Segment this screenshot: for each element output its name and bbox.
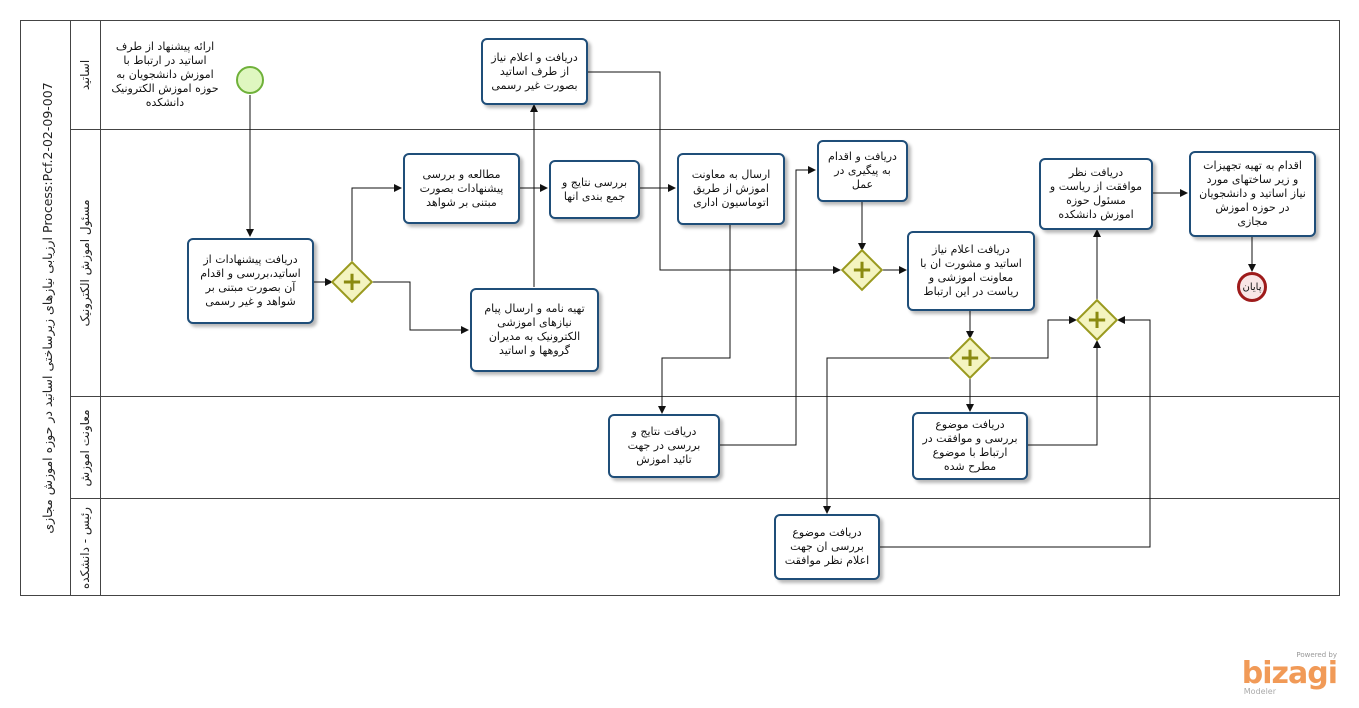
lane-header-elearning [71, 130, 101, 397]
task-announce-need[interactable]: دریافت اعلام نیاز اساتید و مشورت ان با م… [907, 231, 1035, 311]
plus-icon: + [959, 343, 981, 373]
task-receive-suggestions[interactable]: دریافت پیشنهادات از اساتید،بررسی و اقدام… [187, 238, 314, 324]
task-send-deputy[interactable]: ارسال به معاونت اموزش از طریق اتوماسیون … [677, 153, 785, 225]
bizagi-logo: Powered by bizagi Modeler [1241, 651, 1338, 696]
product-name: Modeler [1243, 687, 1276, 696]
lane-header-teachers [71, 20, 101, 130]
lane-deputy [71, 397, 1340, 499]
task-deputy-topic[interactable]: دریافت موضوع بررسی و موافقت در ارتباط با… [912, 412, 1028, 480]
plus-icon: + [1086, 305, 1108, 335]
task-provide-equipment[interactable]: اقدام به تهیه تجهیزات و زیر ساختهای مورد… [1189, 151, 1316, 237]
brand-name: bizagi [1241, 656, 1338, 691]
task-dean-topic[interactable]: دریافت موضوع بررسی ان جهت اعلام نظر مواف… [774, 514, 880, 580]
end-event-label: پایان [1242, 281, 1262, 293]
start-note: ارائه پیشنهاد از طرف اساتید در ارتباط با… [111, 40, 219, 109]
lane-header-deputy [71, 397, 101, 499]
lane-header-dean [71, 499, 101, 596]
powered-by-text: Powered by [1296, 651, 1337, 659]
end-event[interactable]: پایان [1237, 272, 1267, 302]
pool [20, 20, 1340, 596]
task-receive-need[interactable]: دریافت و اعلام نیاز از طرف اساتید بصورت … [481, 38, 588, 105]
task-deputy-results[interactable]: دریافت نتایج و بررسی در جهت تائید اموزش [608, 414, 720, 478]
lane-elearning [71, 130, 1340, 397]
pool-header [20, 20, 71, 596]
plus-icon: + [851, 255, 873, 285]
lane-teachers [71, 20, 1340, 130]
start-event[interactable] [236, 66, 264, 94]
task-review-results[interactable]: بررسی نتایج و جمع بندی انها [549, 160, 640, 219]
task-study-review[interactable]: مطالعه و بررسی پیشنهادات بصورت مبتنی بر … [403, 153, 520, 224]
plus-icon: + [341, 267, 363, 297]
task-approval-opinion[interactable]: دریافت نظر موافقت از ریاست و مسئول حوزه … [1039, 158, 1153, 230]
task-receive-followup[interactable]: دریافت و اقدام به پیگیری در عمل [817, 140, 908, 202]
task-prepare-letter[interactable]: تهیه نامه و ارسال پیام نیازهای اموزشی ال… [470, 288, 599, 372]
